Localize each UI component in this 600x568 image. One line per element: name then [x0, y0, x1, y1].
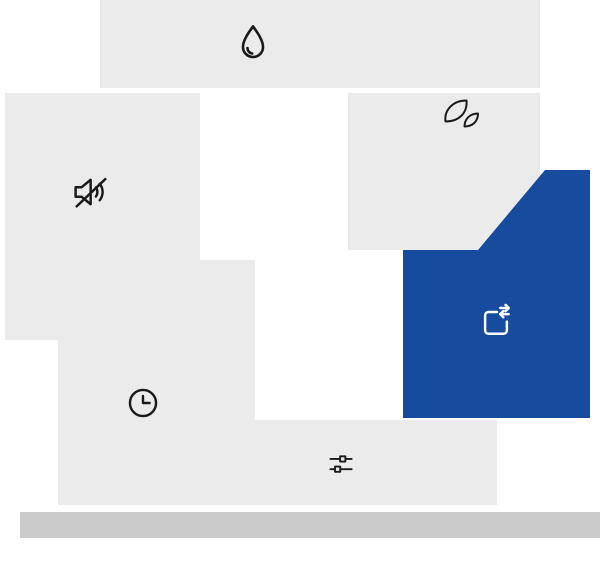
bottom-bar	[20, 512, 600, 538]
speaker-muted-icon	[74, 177, 107, 208]
sliders-icon	[329, 455, 353, 473]
tile-water[interactable]	[100, 0, 540, 88]
water-drop-icon	[241, 25, 265, 59]
door-swap-arrows-icon	[483, 303, 510, 335]
clock-icon	[128, 388, 158, 418]
tile-adjust[interactable]	[200, 420, 497, 505]
leaves-icon	[444, 99, 479, 128]
